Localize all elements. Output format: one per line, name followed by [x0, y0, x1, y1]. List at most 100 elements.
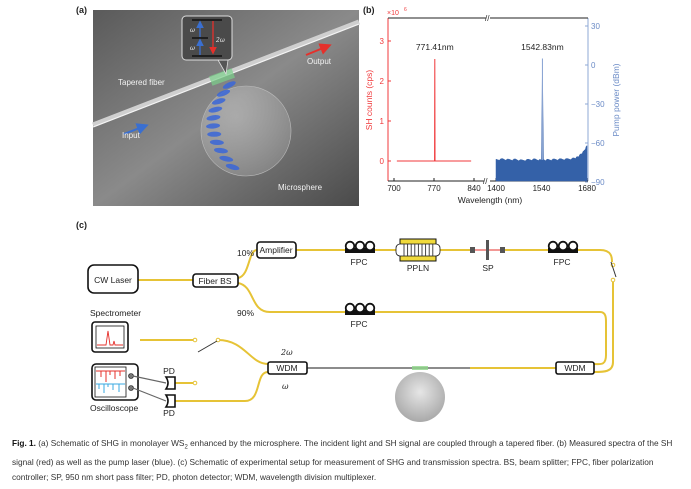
y-left-axis-label: SH counts (cps)	[364, 70, 374, 131]
fpc-loop	[547, 240, 559, 252]
panel-b-label: (b)	[363, 5, 375, 15]
y-left-multiplier-exponent: 6	[404, 7, 407, 13]
detection-switch[interactable]	[192, 337, 221, 386]
fpc-loop	[344, 240, 356, 252]
fpc-3-label: FPC	[351, 319, 368, 329]
cw-laser: CW Laser	[87, 264, 139, 294]
x-tick-label: 1400	[487, 184, 505, 193]
ppln-crystal: PPLN	[395, 238, 441, 273]
spectrometer: Spectrometer	[90, 308, 141, 353]
y-right-tick-label: −90	[591, 178, 605, 187]
fiber-paths	[138, 249, 614, 402]
omega-label: ω	[190, 27, 195, 34]
y-right-tick-label: −60	[591, 139, 605, 148]
caption-subscript: 2	[184, 444, 188, 451]
y-right-tick-label: −30	[591, 100, 605, 109]
mode-lobe	[208, 106, 223, 113]
y-right-axis-label: Pump power (dBm)	[611, 63, 621, 136]
whispering-gallery-modes	[206, 81, 240, 171]
pd-1-label: PD	[163, 366, 175, 376]
figure-caption: Fig. 1. (a) Schematic of SHG in monolaye…	[12, 436, 684, 484]
fpc-loop	[354, 302, 366, 314]
x-tick-label: 770	[427, 184, 441, 193]
fpc-loop	[344, 302, 356, 314]
photodetector-2: PD	[163, 394, 176, 418]
split-90-label: 90%	[237, 308, 254, 318]
y-left-tick-label: 2	[380, 77, 385, 86]
wdm-left: WDM	[267, 361, 308, 375]
mode-lobe	[206, 115, 221, 121]
optical-switch[interactable]	[610, 261, 617, 283]
input-label: Input	[122, 131, 141, 140]
x-tick-label: 1540	[533, 184, 551, 193]
microsphere-label: Microsphere	[278, 183, 323, 192]
pd-2-label: PD	[163, 408, 175, 418]
output-arrow-icon	[305, 43, 332, 56]
panel-a: (a) Tapered fiber Output Input Microsphe…	[76, 5, 360, 206]
mode-lobe	[225, 163, 240, 171]
amplifier: Amplifier	[256, 241, 297, 259]
fpc-2-label: FPC	[554, 257, 571, 267]
pump-spectrum-area	[495, 58, 588, 182]
input-arrow-icon	[123, 123, 149, 135]
panel-a-label: (a)	[76, 5, 87, 15]
cw-laser-label: CW Laser	[94, 275, 132, 285]
caption-text-1: (a) Schematic of SHG in monolayer WS	[35, 438, 185, 448]
y-left-tick-label: 1	[380, 117, 385, 126]
mode-lobe	[219, 155, 234, 162]
x-axis-label: Wavelength (nm)	[458, 195, 523, 205]
microsphere	[200, 85, 292, 177]
mode-lobe	[212, 98, 226, 105]
oscilloscope-label: Oscilloscope	[90, 403, 138, 413]
mode-lobe	[207, 131, 222, 137]
x-tick-label: 840	[467, 184, 481, 193]
output-label: Output	[307, 57, 332, 66]
fiber-beam-splitter: Fiber BS	[192, 273, 239, 288]
mode-lobe	[222, 81, 236, 89]
mode-lobe	[209, 139, 224, 146]
amplifier-label: Amplifier	[259, 245, 292, 255]
mode-lobe	[213, 147, 228, 154]
axis-break-mark: //	[485, 14, 490, 23]
fpc-1	[344, 240, 376, 253]
x-tick-label: 700	[387, 184, 401, 193]
spectrometer-label: Spectrometer	[90, 308, 141, 318]
y-right-tick-label: 30	[591, 22, 600, 31]
two-omega-label: 2ω	[215, 37, 225, 44]
fpc-1-label: FPC	[351, 257, 368, 267]
microsphere-setup	[395, 366, 445, 422]
mode-lobe	[216, 89, 231, 97]
y-left-tick-label: 0	[380, 157, 385, 166]
wdm-left-label: WDM	[276, 363, 297, 373]
y-left-multiplier: ×10	[387, 10, 399, 17]
panel-c: (c) CW Laser	[76, 220, 617, 422]
sh-signal-line	[396, 58, 472, 162]
omega-label: ω	[282, 382, 289, 391]
short-pass-filter: SP	[470, 240, 505, 273]
fpc-loop	[557, 240, 569, 252]
ws2-monolayer	[209, 68, 235, 86]
oscilloscope: Oscilloscope	[90, 363, 167, 413]
tapered-fiber-label: Tapered fiber	[118, 78, 165, 87]
caption-fig-number: Fig. 1.	[12, 438, 36, 448]
x-tick-label: 1680	[578, 184, 596, 193]
split-10-label: 10%	[237, 248, 254, 258]
pump-peak-annotation: 1542.83nm	[521, 42, 564, 52]
y-right-tick-label: 0	[591, 61, 596, 70]
wdm-right-label: WDM	[564, 363, 585, 373]
photodetector-1: PD	[163, 366, 176, 390]
fiber-bs-label: Fiber BS	[198, 276, 231, 286]
sp-label: SP	[482, 263, 494, 273]
caption-text-2: enhanced by the microsphere. The inciden…	[12, 438, 673, 482]
fpc-loop	[567, 240, 579, 252]
y-left-tick-label: 3	[380, 37, 385, 46]
fpc-loop	[364, 240, 376, 252]
wdm-right: WDM	[555, 361, 595, 375]
panel-c-label: (c)	[76, 220, 87, 230]
omega-label: ω	[190, 45, 195, 52]
fpc-loop	[364, 302, 376, 314]
ppln-label: PPLN	[407, 263, 429, 273]
